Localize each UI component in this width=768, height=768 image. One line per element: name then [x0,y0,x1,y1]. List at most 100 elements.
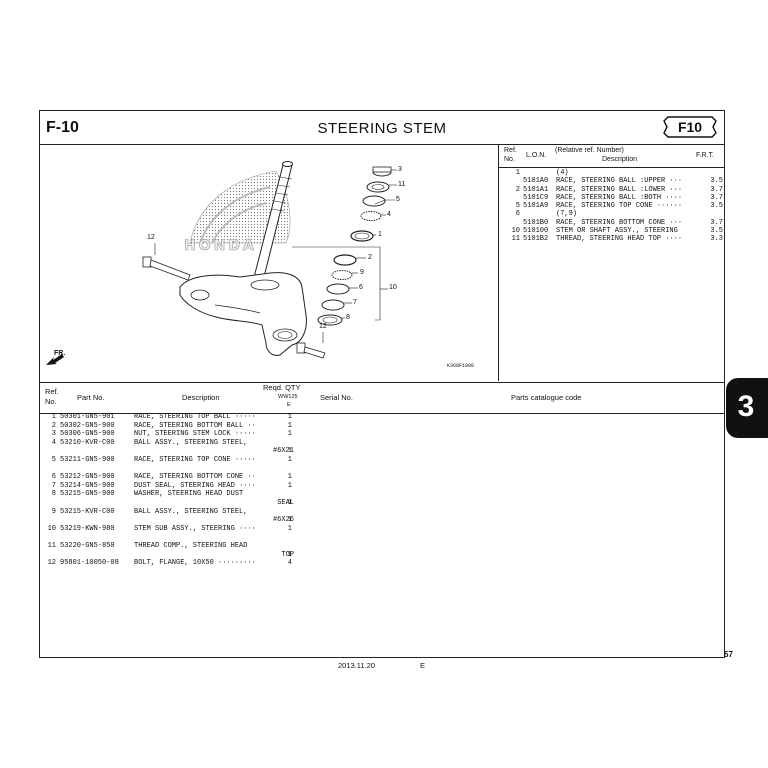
part-qty-cell: 1 [287,430,292,439]
ref-cell: 1 [515,169,520,177]
part-ref-cell: 12 [47,559,56,568]
part-number-cell: 53211-GN5-900 [60,455,115,464]
part-description-cell: WASHER, STEERING HEAD DUST [134,490,244,499]
part-description-cell: RACE, STEERING TOP CONE ····· [134,455,256,464]
parts-table-row [40,465,724,474]
part-number-cell: 53210-KVR-C00 [60,438,115,447]
frt-cell: 3.7 [710,218,723,227]
steering-stem-illustration: HONDA [46,161,397,365]
lon-cell: 5101A0 [523,177,549,186]
lon-cell: 5101C9 [523,193,549,202]
lon-cell: 510100 [523,227,549,236]
part-ref-cell: 8 [51,490,56,499]
parts-description-col-header: Description [182,393,220,402]
part-description-continuation: SEAL [277,498,294,507]
frt-col-header: F.R.T. [696,152,714,159]
leader-lines [154,169,397,343]
part-no-col-header: Part No. [77,393,105,402]
part-qty-cell: 1 [287,455,292,464]
parts-ref-no-col-header: No. [45,397,57,406]
part-qty-cell: 1 [287,413,292,421]
model-sub-col-header: E [287,402,291,408]
top-race-stack [350,166,392,242]
part-number-cell: 50306-GN5-900 [60,430,115,439]
part-qty-cell: 1 [287,447,292,456]
section-tab[interactable]: 3 [726,378,768,438]
ref-no-col-header: No. [504,156,515,163]
section-tab-label: 3 [737,390,755,423]
part-ref-cell: 2 [51,421,56,430]
tag-frame-icon [663,116,717,138]
part-ref-cell: 4 [51,438,56,447]
ref-cell: 11 [511,235,520,244]
description-col-header: Description [602,156,638,163]
part-description-continuation: #6X26 [272,516,294,525]
part-qty-cell: 1 [287,550,292,559]
part-description-cell: NUT, STEERING STEM LOCK ····· [134,430,256,439]
exploded-diagram: HONDA [40,145,499,381]
footer-edition: E [420,661,426,670]
serial-no-col-header: Serial No. [320,393,353,402]
steering-stem-part [179,161,307,356]
part-description-cell: BOLT, FLANGE, 10X50 ········· [134,559,256,568]
callout-11: 11 [398,181,406,188]
callout-3: 3 [398,166,402,173]
lon-cell: 5101A9 [523,202,549,211]
relative-ref-col-header: (Relative ref. Number) [555,147,624,154]
bottom-race-stack [317,254,357,326]
part-description-cell: RACE, STEERING BOTTOM BALL ·· [134,421,256,430]
ref-cell: 2 [515,185,520,194]
part-ref-cell: 6 [51,473,56,482]
ref-desc-cell: RACE, STEERING BALL :LOWER ··· [556,185,683,194]
frt-cell: 3.5 [710,227,723,236]
reqd-qty-col-header: Reqd. QTY [263,383,301,392]
callout-10: 10 [389,284,397,291]
part-description-cell: RACE, STEERING TOP BALL ····· [134,413,256,421]
part-number-cell: 53214-GN5-900 [60,481,115,490]
parts-table-row: 4 53210-KVR-C00 BALL ASSY., STEERING STEEL… [40,439,724,448]
part-qty-cell: 1 [287,481,292,490]
part-description-cell: DUST SEAL, STEERING HEAD ···· [134,481,256,490]
part-ref-cell: 10 [47,524,56,533]
ref-desc-cell: RACE, STEERING BOTTOM CONE ··· [556,218,683,227]
lon-col-header: L.O.N. [526,152,547,159]
callout-9: 9 [360,269,364,276]
figure-code: K368F1000 [447,363,475,369]
footer-date: 2013.11.20 [338,661,375,670]
callout-12-top: 12 [147,234,155,241]
part-qty-cell: 1 [287,498,292,507]
part-ref-cell: 1 [51,413,56,421]
lon-cell: 5101B2 [523,235,549,244]
part-ref-cell: 3 [51,430,56,439]
parts-table-header: Ref. No. Part No. Description Reqd. QTY … [40,382,724,414]
part-description-cell: BALL ASSY., STEERING STEEL, [134,507,248,516]
ref-desc-cell: (4) [556,169,569,177]
part-ref-cell: 9 [51,507,56,516]
ref-desc-cell: (7,9) [556,210,578,219]
part-qty-cell: 1 [287,524,292,533]
ref-desc-cell: RACE, STEERING BALL :BOTH ···· [556,193,683,202]
frt-cell: 3.5 [710,177,723,186]
section-tag-label: F10 [677,119,703,135]
part-description-cell: BALL ASSY., STEERING STEEL, [134,438,248,447]
ref-table-row: 6(7,9) [499,210,724,218]
callout-1: 1 [378,231,382,238]
parts-ref-col-header: Ref. [45,387,59,396]
callout-4: 4 [387,211,391,218]
part-description-cell: THREAD COMP., STEERING HEAD [134,541,248,550]
part-number-cell: 53212-GN5-900 [60,473,115,482]
